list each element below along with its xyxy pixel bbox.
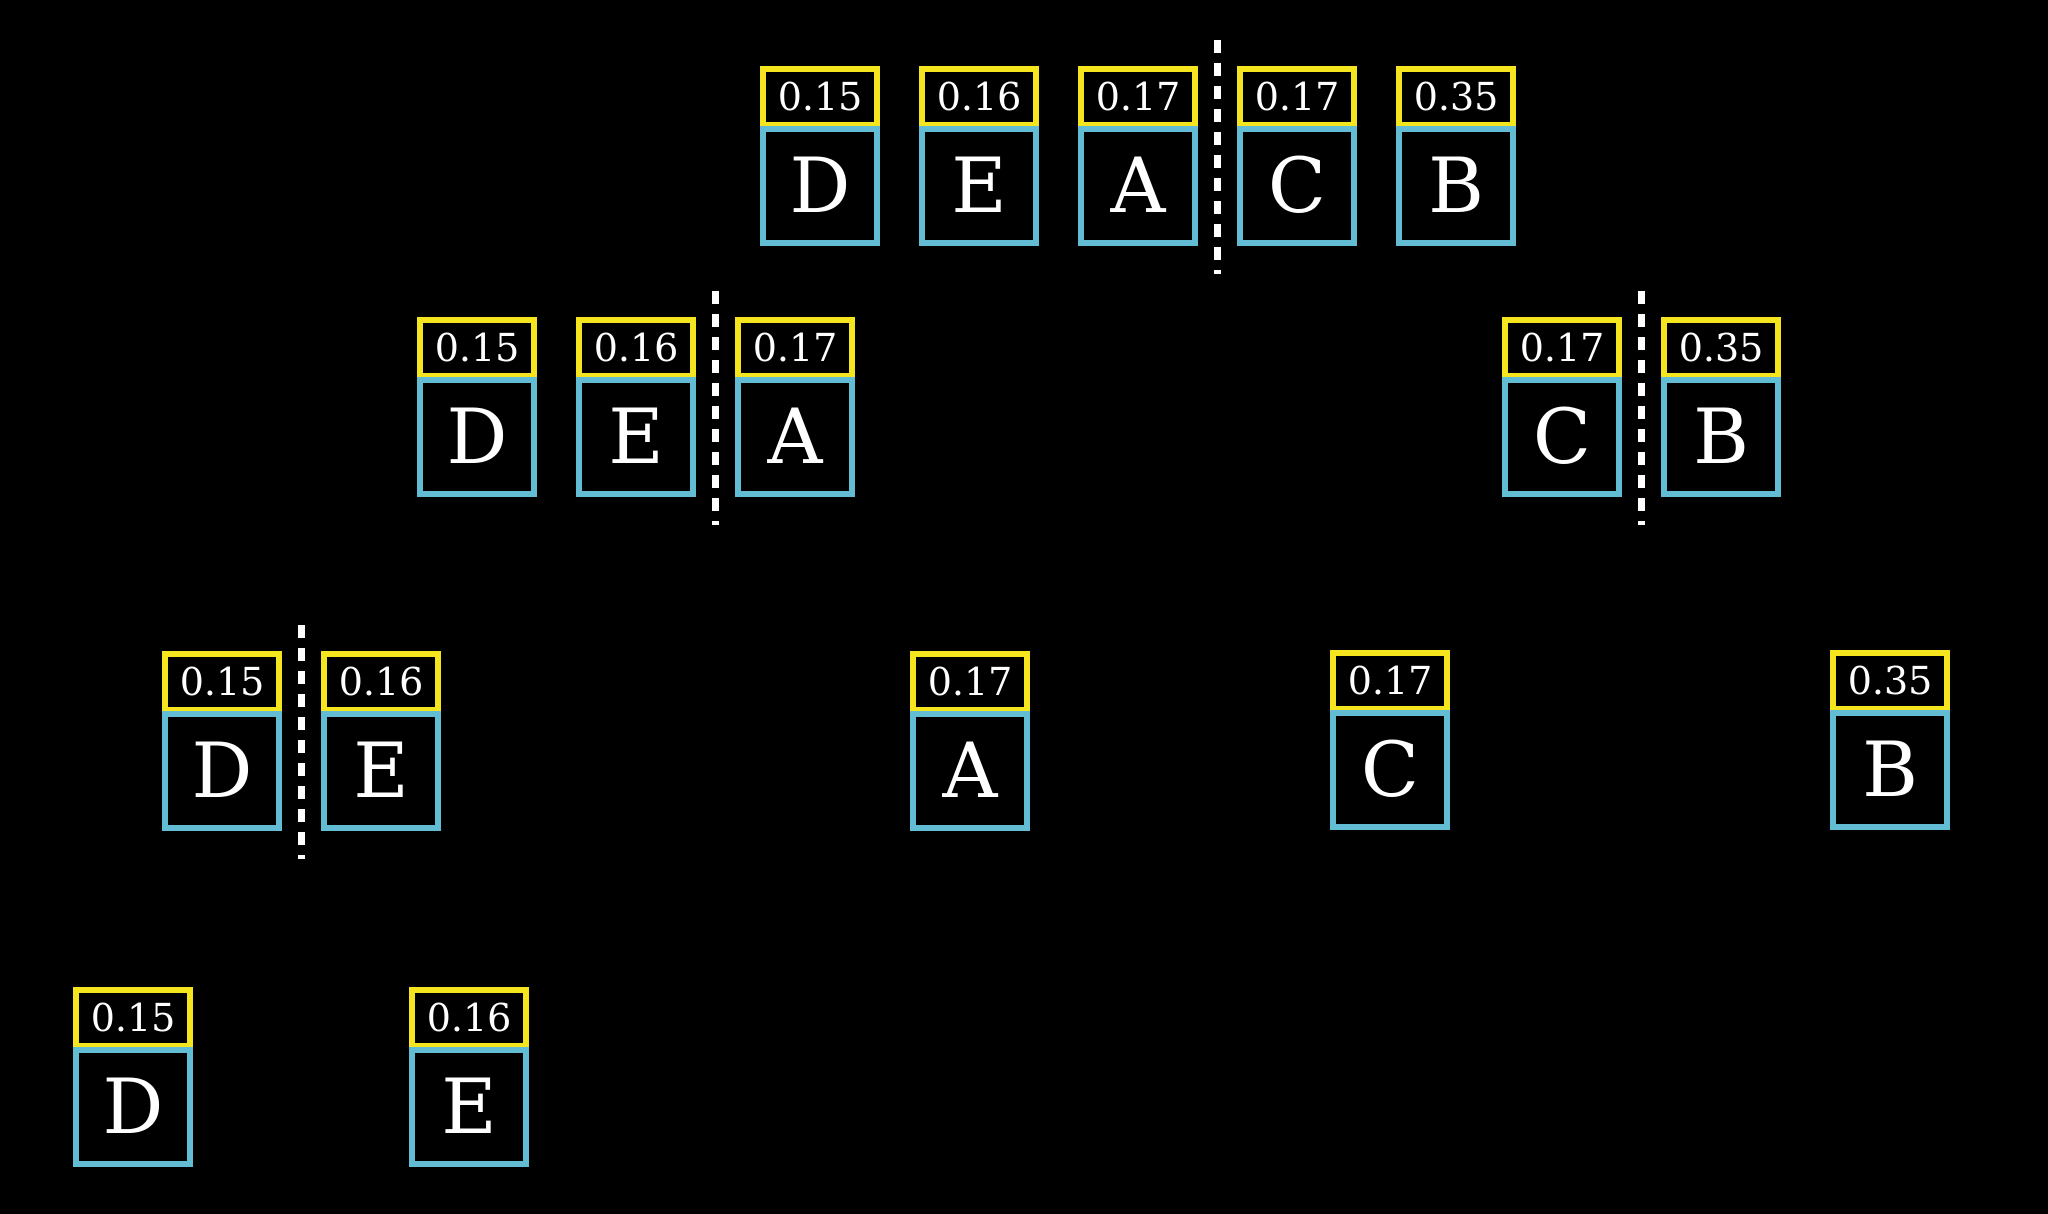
symbol-box: B [1661,377,1781,497]
probability-box: 0.35 [1830,650,1950,712]
probability-box: 0.15 [162,651,282,713]
symbol-box: E [409,1047,529,1167]
node-level1-B: 0.35 B [1661,317,1781,497]
probability-box: 0.15 [73,987,193,1049]
node-level1-A: 0.17 A [735,317,855,497]
node-level0-A: 0.17 A [1078,66,1198,246]
symbol-box: E [576,377,696,497]
symbol-box: D [73,1047,193,1167]
symbol-box: A [910,711,1030,831]
symbol-box: D [417,377,537,497]
node-level2-E: 0.16 E [321,651,441,831]
probability-box: 0.15 [417,317,537,379]
node-level3-E: 0.16 E [409,987,529,1167]
node-level2-D: 0.15 D [162,651,282,831]
symbol-box: B [1830,710,1950,830]
symbol-box: B [1396,126,1516,246]
node-level2-C: 0.17 C [1330,650,1450,830]
split-divider [1638,291,1645,525]
node-level1-E: 0.16 E [576,317,696,497]
probability-box: 0.17 [1078,66,1198,128]
symbol-box: D [162,711,282,831]
node-level1-D: 0.15 D [417,317,537,497]
probability-box: 0.17 [1502,317,1622,379]
node-level0-E: 0.16 E [919,66,1039,246]
split-divider [298,625,305,859]
probability-box: 0.15 [760,66,880,128]
node-level2-A: 0.17 A [910,651,1030,831]
probability-box: 0.16 [321,651,441,713]
node-level0-D: 0.15 D [760,66,880,246]
probability-box: 0.16 [919,66,1039,128]
node-level1-C: 0.17 C [1502,317,1622,497]
node-level0-C: 0.17 C [1237,66,1357,246]
node-level2-B: 0.35 B [1830,650,1950,830]
symbol-box: C [1330,710,1450,830]
symbol-box: A [1078,126,1198,246]
probability-box: 0.17 [735,317,855,379]
probability-box: 0.35 [1396,66,1516,128]
symbol-box: E [919,126,1039,246]
symbol-box: D [760,126,880,246]
symbol-box: E [321,711,441,831]
probability-box: 0.35 [1661,317,1781,379]
probability-box: 0.17 [910,651,1030,713]
node-level0-B: 0.35 B [1396,66,1516,246]
symbol-box: C [1502,377,1622,497]
split-divider [1214,40,1221,274]
symbol-box: A [735,377,855,497]
split-divider [712,291,719,525]
probability-box: 0.17 [1237,66,1357,128]
probability-box: 0.16 [576,317,696,379]
symbol-box: C [1237,126,1357,246]
probability-box: 0.16 [409,987,529,1049]
probability-box: 0.17 [1330,650,1450,712]
node-level3-D: 0.15 D [73,987,193,1167]
